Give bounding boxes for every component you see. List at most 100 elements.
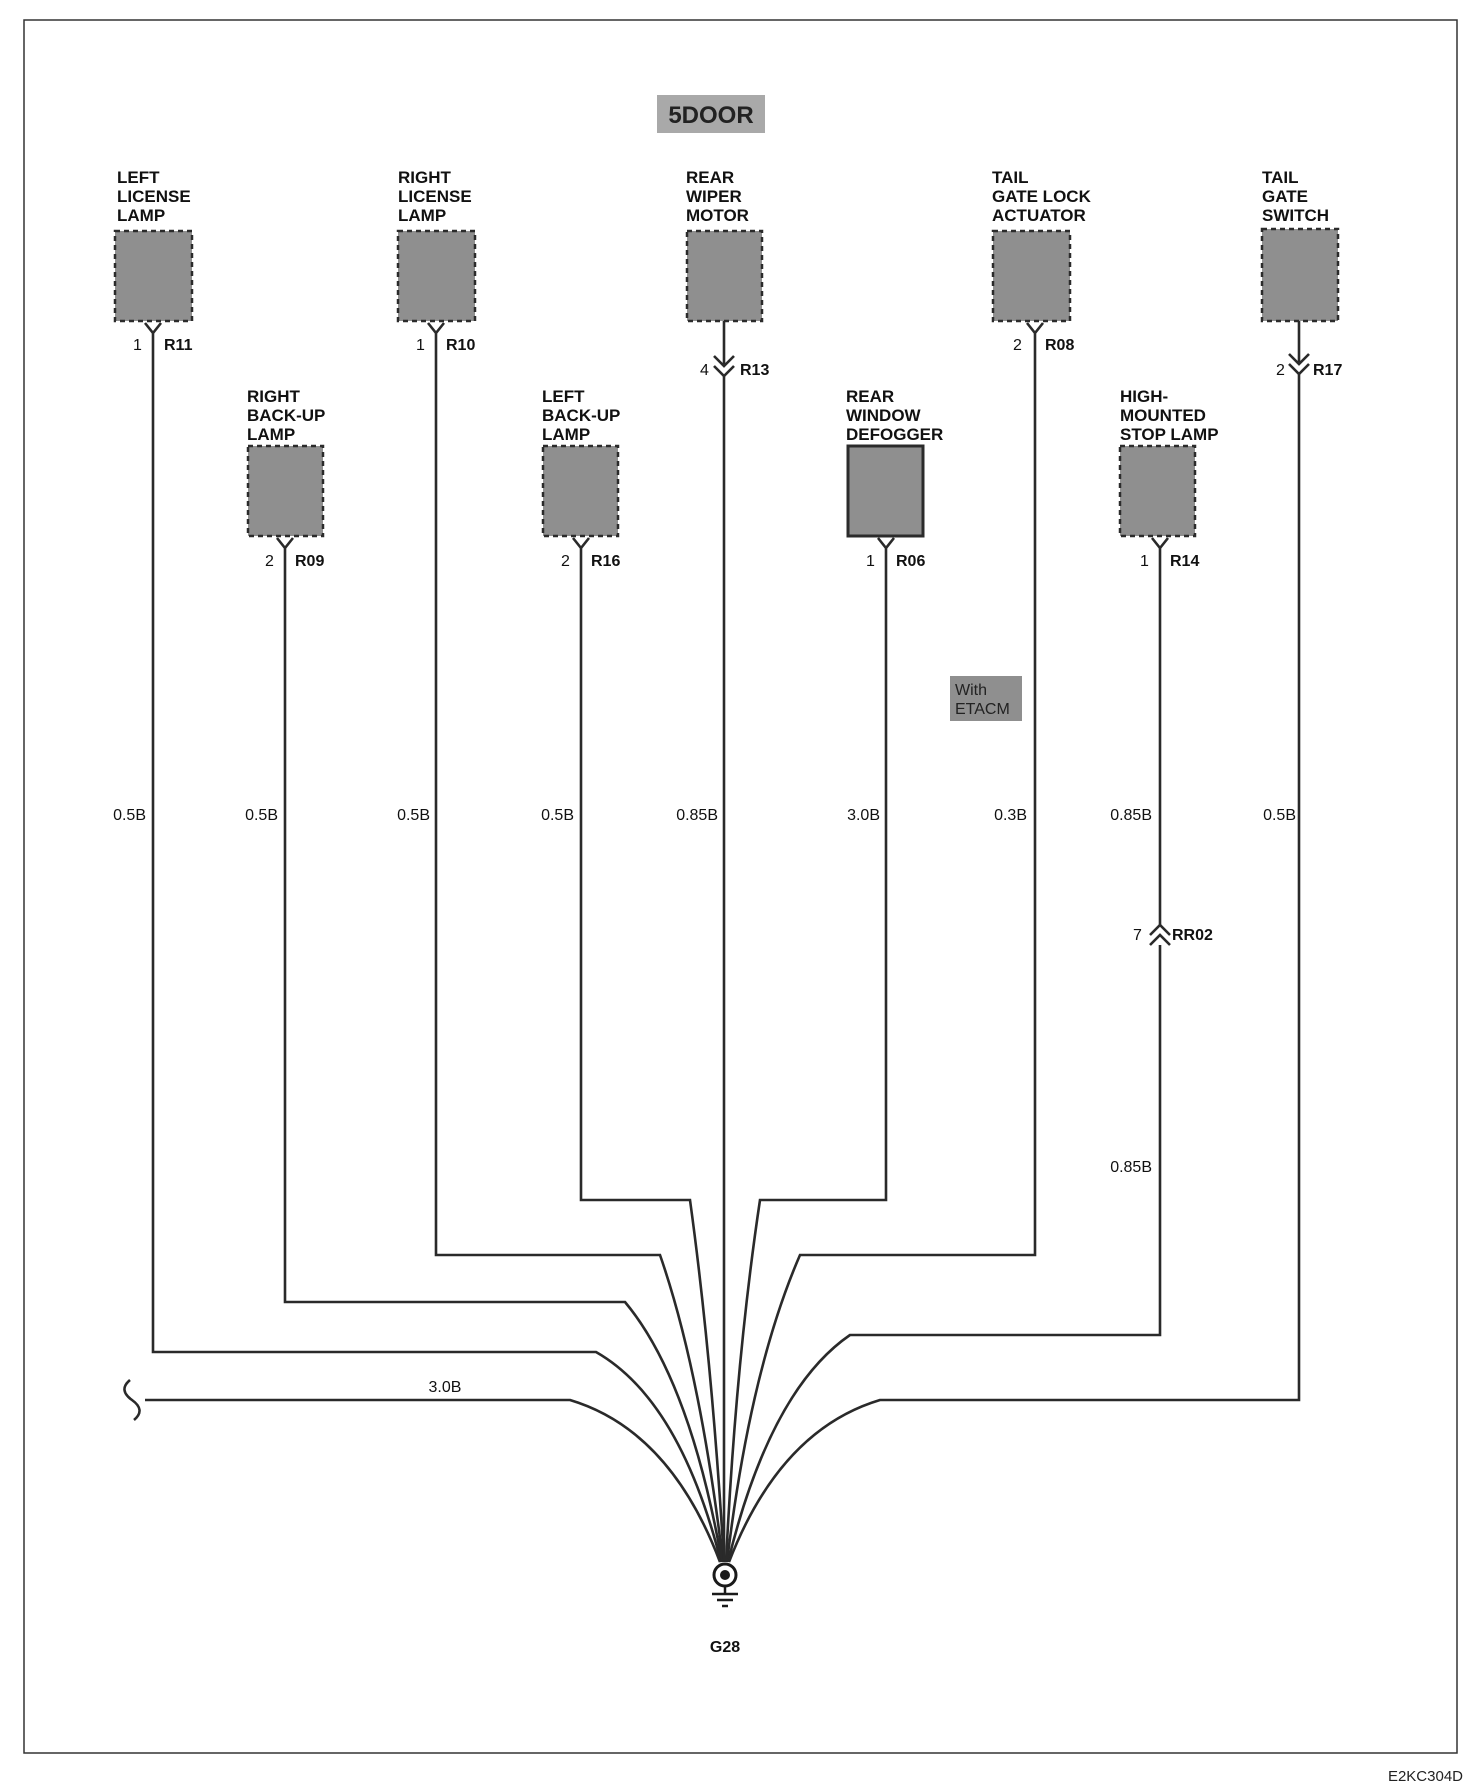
component-label-line: MOTOR <box>686 206 749 225</box>
component-box <box>113 229 194 323</box>
component-box <box>246 444 325 538</box>
wire-r14 <box>726 557 1162 1563</box>
component-label-line: RIGHT <box>398 168 452 187</box>
component-box <box>396 229 477 323</box>
component-box <box>846 444 925 538</box>
pin-number: 2 <box>561 553 570 570</box>
component-label-line: GATE <box>1262 187 1308 206</box>
component-label-line: SWITCH <box>1262 206 1329 225</box>
connector-id: R13 <box>740 362 769 379</box>
component-label-line: STOP LAMP <box>1120 425 1219 444</box>
component-label-line: WINDOW <box>846 406 922 425</box>
wire-gauge: 0.5B <box>1263 807 1296 824</box>
wire-gauge: 0.5B <box>113 807 146 824</box>
pin-number: 4 <box>700 362 709 379</box>
component-left-license-lamp: LEFT LICENSE LAMP 1 R11 0.5B <box>113 168 194 824</box>
wire-r17 <box>727 374 1301 1563</box>
drawing-code: E2KC304D <box>1388 1768 1463 1785</box>
component-left-back-up-lamp: LEFT BACK-UP LAMP 2 R16 0.5B <box>541 387 620 824</box>
component-box <box>1118 444 1197 538</box>
pin-number: 1 <box>416 337 425 354</box>
wire-ground-feed <box>145 1398 722 1563</box>
pin-number: 2 <box>1276 362 1285 379</box>
terminal-y-icon <box>1150 537 1170 557</box>
connector-arrow-icon <box>713 321 735 378</box>
component-box <box>991 229 1072 323</box>
terminal-y-icon <box>571 537 591 557</box>
component-label-line: MOUNTED <box>1120 406 1206 425</box>
connector-id: R09 <box>295 553 324 570</box>
component-label-line: LEFT <box>117 168 160 187</box>
component-rear-window-defogger: REAR WINDOW DEFOGGER 1 R06 3.0B <box>846 387 943 824</box>
wire-r08 <box>725 342 1037 1563</box>
pin-number: 1 <box>866 553 875 570</box>
component-box <box>541 444 620 538</box>
connector-id: R11 <box>164 337 193 354</box>
inline-connector-id: RR02 <box>1172 927 1213 944</box>
component-label-line: LAMP <box>247 425 295 444</box>
condition-tag-line: ETACM <box>955 701 1010 718</box>
ground-wires <box>123 342 1301 1563</box>
wire-r11 <box>151 342 723 1563</box>
terminal-y-icon <box>143 322 163 342</box>
component-label-line: REAR <box>846 387 894 406</box>
wire-gauge: 0.5B <box>397 807 430 824</box>
component-label-line: LEFT <box>542 387 585 406</box>
ground-id: G28 <box>710 1639 740 1656</box>
component-tail-gate-switch: TAIL GATE SWITCH 2 R17 0.5B <box>1260 168 1342 824</box>
terminal-y-icon <box>876 537 896 557</box>
pin-number: 1 <box>1140 553 1149 570</box>
wire-r06 <box>724 557 888 1563</box>
wire-r09 <box>283 557 724 1563</box>
page-border <box>23 19 1458 1754</box>
condition-tag-line: With <box>955 682 987 699</box>
terminal-y-icon <box>275 537 295 557</box>
terminal-y-icon <box>1025 322 1045 342</box>
title-box <box>657 95 765 133</box>
component-label-line: LAMP <box>398 206 446 225</box>
component-label-line: GATE LOCK <box>992 187 1092 206</box>
ground-icon <box>712 1562 738 1608</box>
etacm-condition-tag: With ETACM <box>950 676 1022 721</box>
pin-number: 1 <box>133 337 142 354</box>
wire-gauge: 0.3B <box>994 807 1027 824</box>
component-label-line: BACK-UP <box>542 406 620 425</box>
connector-arrow-icon <box>1288 321 1310 376</box>
component-label-line: LAMP <box>117 206 165 225</box>
component-label-line: WIPER <box>686 187 742 206</box>
component-label-line: TAIL <box>1262 168 1299 187</box>
pin-number: 2 <box>1013 337 1022 354</box>
component-label-line: LICENSE <box>117 187 191 206</box>
wire-gauge: 0.5B <box>541 807 574 824</box>
wire-gauge: 3.0B <box>847 807 880 824</box>
component-label-line: REAR <box>686 168 734 187</box>
inline-connector-icon <box>1149 923 1171 946</box>
component-label-line: RIGHT <box>247 387 301 406</box>
connector-id: R10 <box>446 337 475 354</box>
ground-wire-gauge: 3.0B <box>429 1379 462 1396</box>
component-label-line: LICENSE <box>398 187 472 206</box>
wire-r10 <box>434 342 725 1563</box>
component-label-line: BACK-UP <box>247 406 325 425</box>
connector-id: R06 <box>896 553 925 570</box>
component-box <box>1260 227 1340 323</box>
title-text: 5DOOR <box>668 102 753 129</box>
component-high-mounted-stop-lamp: HIGH- MOUNTED STOP LAMP 1 R14 0.85B 7 RR… <box>1110 387 1218 1176</box>
connector-id: R08 <box>1045 337 1074 354</box>
component-tail-gate-lock-actuator: TAIL GATE LOCK ACTUATOR 2 R08 0.3B <box>991 168 1092 824</box>
component-label-line: DEFOGGER <box>846 425 943 444</box>
wire-gauge: 0.85B <box>1110 807 1152 824</box>
component-label-line: LAMP <box>542 425 590 444</box>
wire-gauge: 0.85B <box>676 807 718 824</box>
terminal-y-icon <box>426 322 446 342</box>
wire-break-icon <box>123 1379 141 1421</box>
connector-id: R16 <box>591 553 620 570</box>
component-label-line: HIGH- <box>1120 387 1168 406</box>
component-right-license-lamp: RIGHT LICENSE LAMP 1 R10 0.5B <box>396 168 477 824</box>
connector-id: R14 <box>1170 553 1199 570</box>
connector-id: R17 <box>1313 362 1342 379</box>
wire-r16 <box>579 557 726 1563</box>
inline-pin-number: 7 <box>1133 927 1142 944</box>
component-right-back-up-lamp: RIGHT BACK-UP LAMP 2 R09 0.5B <box>245 387 325 824</box>
